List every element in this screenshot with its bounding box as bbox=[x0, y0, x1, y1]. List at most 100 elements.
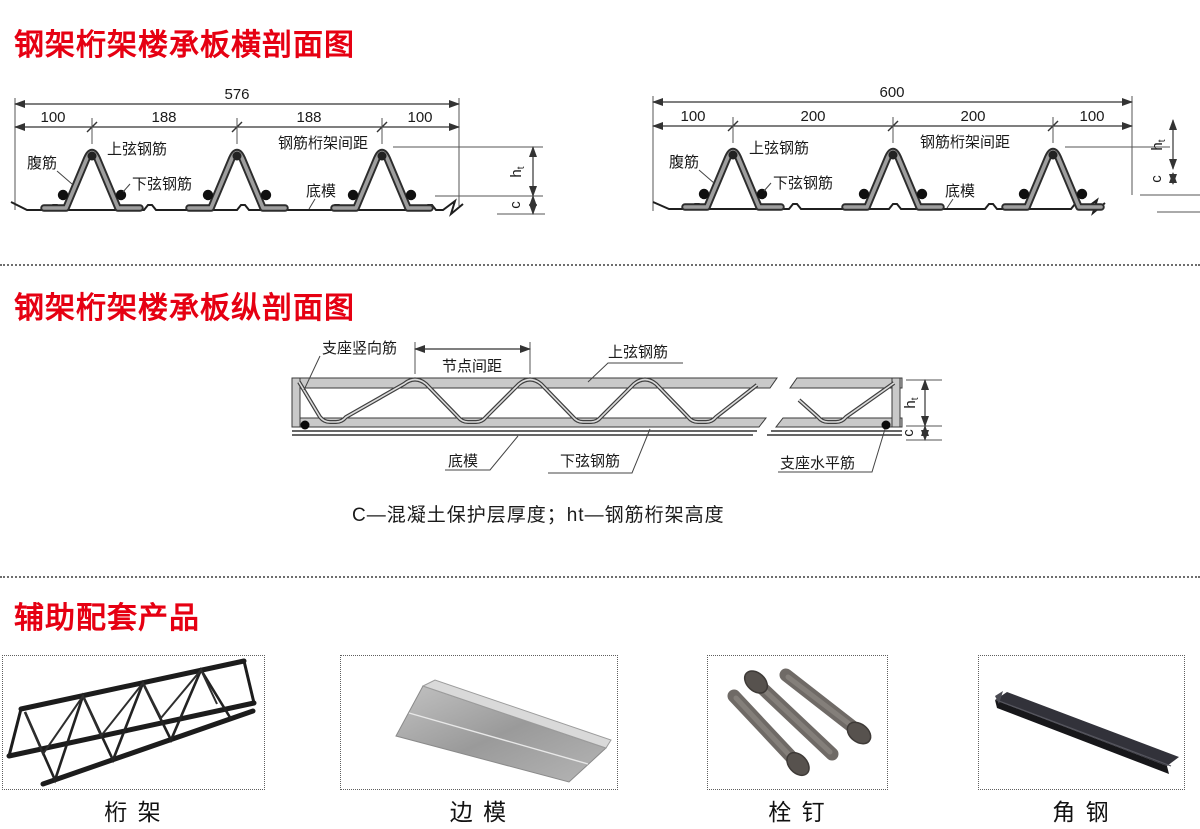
dim-seg-3: 188 bbox=[296, 109, 321, 126]
dim-seg-4: 100 bbox=[1079, 108, 1104, 125]
stud-head bbox=[846, 721, 872, 745]
product-label-angle-steel: 角 钢 bbox=[1052, 799, 1111, 825]
product-image-studs bbox=[707, 655, 888, 790]
section-title-cross: 钢架桁架楼承板横剖面图 bbox=[14, 29, 355, 62]
label-bottom-form: 底模 bbox=[945, 183, 975, 200]
label-top-chord: 上弦钢筋 bbox=[749, 140, 809, 157]
truss-unit bbox=[44, 152, 140, 209]
dim-seg-1: 100 bbox=[40, 109, 65, 126]
truss-top-chord bbox=[18, 658, 247, 712]
dim-c-label: c bbox=[507, 201, 524, 209]
angle-front-face bbox=[995, 700, 1169, 774]
web-rebar-end-highlight bbox=[798, 382, 895, 423]
section-divider bbox=[0, 264, 1200, 266]
angle-ridge-highlight bbox=[998, 700, 1172, 767]
stud bbox=[743, 670, 839, 761]
angle-steel-photo bbox=[995, 691, 1179, 774]
leader-bottom-chord bbox=[122, 183, 131, 193]
truss-end-post bbox=[7, 708, 23, 757]
truss-web-rear bbox=[24, 668, 218, 757]
leader-support-vertical bbox=[303, 355, 321, 391]
section-divider bbox=[0, 576, 1200, 578]
label-bottom-form: 底模 bbox=[306, 183, 336, 200]
label-web: 腹筋 bbox=[27, 155, 57, 172]
product-label-studs: 栓 钉 bbox=[768, 799, 827, 825]
support-end-bar bbox=[891, 377, 901, 428]
angle-top-face bbox=[995, 692, 1179, 766]
sheet-flange bbox=[421, 679, 612, 749]
label-truss-spacing: 钢筋桁架间距 bbox=[278, 135, 368, 152]
label-support-vertical: 支座竖向筋 bbox=[322, 340, 397, 357]
truss-web-front bbox=[23, 667, 233, 784]
truss-end-post bbox=[242, 660, 256, 704]
label-top-chord: 上弦钢筋 bbox=[107, 141, 167, 158]
product-image-truss bbox=[2, 655, 265, 790]
truss-bottom-chord-rear bbox=[40, 708, 256, 787]
support-rebar-dot-left bbox=[300, 420, 310, 430]
truss-bottom-chord-front bbox=[6, 700, 257, 759]
leader-bottom-form bbox=[946, 198, 954, 209]
legend-caption: C—混凝土保护层厚度；ht—钢筋桁架高度 bbox=[352, 505, 725, 526]
stud-head bbox=[786, 751, 810, 777]
label-truss-spacing: 钢筋桁架间距 bbox=[920, 134, 1010, 151]
web-rebar-highlight bbox=[298, 378, 758, 423]
leader-bottom-form bbox=[445, 435, 519, 471]
stud-shaft-highlight bbox=[785, 674, 855, 729]
leader-top-chord bbox=[587, 362, 683, 383]
leader-bottom-chord bbox=[548, 428, 651, 474]
sheet-seam bbox=[408, 712, 589, 765]
product-image-angle-steel bbox=[978, 655, 1185, 790]
leader-web bbox=[56, 170, 73, 185]
cross-section-left-diagram: 576 100 188 188 100 ht c 腹筋 上弦钢筋 下弦钢筋 钢筋… bbox=[10, 88, 545, 217]
stud bbox=[779, 668, 872, 745]
leader-bottom-form bbox=[308, 198, 316, 210]
bottom-form-plate bbox=[652, 197, 1106, 216]
label-bottom-chord: 下弦钢筋 bbox=[773, 175, 833, 192]
support-rebar-dot-right bbox=[881, 420, 891, 430]
stud-head bbox=[743, 670, 769, 694]
dim-total: 576 bbox=[224, 88, 249, 103]
label-bottom-chord: 下弦钢筋 bbox=[560, 453, 620, 470]
truss-unit bbox=[1005, 151, 1101, 208]
cross-section-right-diagram: 600 100 200 200 100 ht c 腹筋 上弦钢筋 下弦钢筋 钢筋… bbox=[652, 85, 1200, 216]
dim-ht-label: ht bbox=[508, 166, 527, 177]
stud-shaft-highlight bbox=[733, 695, 795, 761]
leader-support-horizontal bbox=[778, 428, 886, 473]
dim-total: 600 bbox=[879, 85, 904, 101]
truss-photo bbox=[6, 658, 257, 787]
stud-shaft-highlight bbox=[759, 685, 833, 755]
label-top-chord: 上弦钢筋 bbox=[608, 344, 668, 361]
label-bottom-form: 底模 bbox=[448, 453, 478, 470]
dim-seg-3: 200 bbox=[960, 108, 985, 125]
truss-unit bbox=[685, 151, 781, 208]
dim-c-label: c bbox=[1148, 175, 1165, 183]
dim-node-spacing: 节点间距 bbox=[442, 358, 502, 375]
leader-web bbox=[698, 169, 715, 184]
dim-ht-label: ht bbox=[902, 397, 921, 408]
dim-seg-2: 200 bbox=[800, 108, 825, 125]
dim-seg-1: 100 bbox=[680, 108, 705, 125]
product-label-edge-form: 边 模 bbox=[449, 799, 509, 825]
support-vertical-bar bbox=[291, 377, 301, 428]
product-label-truss: 桁 架 bbox=[104, 799, 163, 825]
dim-ht-label: ht bbox=[1149, 139, 1168, 150]
product-image-edge-form bbox=[340, 655, 618, 790]
angle-end-notch bbox=[995, 691, 1003, 704]
dim-c-label: c bbox=[900, 429, 917, 437]
dim-seg-4: 100 bbox=[407, 109, 432, 126]
truss-unit bbox=[189, 152, 285, 209]
studs-photo bbox=[727, 668, 872, 777]
dim-seg-2: 188 bbox=[151, 109, 176, 126]
longitudinal-section-diagram: 节点间距 ht c 支座竖向筋 上弦钢筋 底模 下弦钢筋 支座水平筋 bbox=[291, 340, 942, 474]
edge-form-photo bbox=[395, 679, 612, 783]
label-web: 腹筋 bbox=[669, 154, 699, 171]
bottom-form-plate bbox=[10, 198, 464, 217]
truss-unit bbox=[845, 151, 941, 208]
section-title-products: 辅助配套产品 bbox=[14, 602, 200, 635]
truss-unit bbox=[334, 152, 430, 209]
top-chord-bar bbox=[789, 377, 903, 389]
section-title-longitudinal: 钢架桁架楼承板纵剖面图 bbox=[14, 292, 355, 325]
label-support-horizontal: 支座水平筋 bbox=[780, 455, 855, 472]
label-bottom-chord: 下弦钢筋 bbox=[132, 176, 192, 193]
